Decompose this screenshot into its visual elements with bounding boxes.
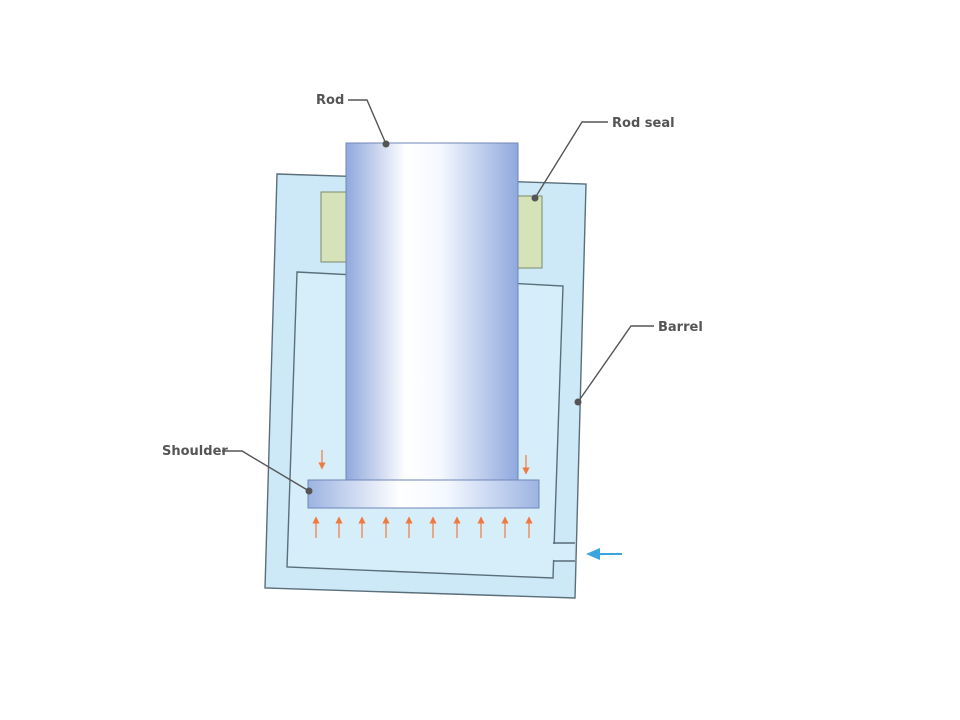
inlet-port-gap xyxy=(553,544,574,560)
label-rod-seal: Rod seal xyxy=(612,116,675,131)
label-barrel: Barrel xyxy=(658,320,703,335)
inlet-flow-arrow xyxy=(586,548,622,560)
rod-seal-left xyxy=(320,191,349,263)
rod-seal-right xyxy=(514,195,543,269)
leader-lines xyxy=(222,99,654,492)
rod xyxy=(345,142,519,482)
pressure-arrows-up xyxy=(312,516,533,538)
leader-dots xyxy=(305,140,582,495)
shoulder xyxy=(307,479,540,509)
pressure-arrows-down xyxy=(318,450,530,475)
inlet-port xyxy=(553,542,575,562)
label-shoulder: Shoulder xyxy=(162,444,228,459)
label-rod: Rod xyxy=(316,93,344,108)
